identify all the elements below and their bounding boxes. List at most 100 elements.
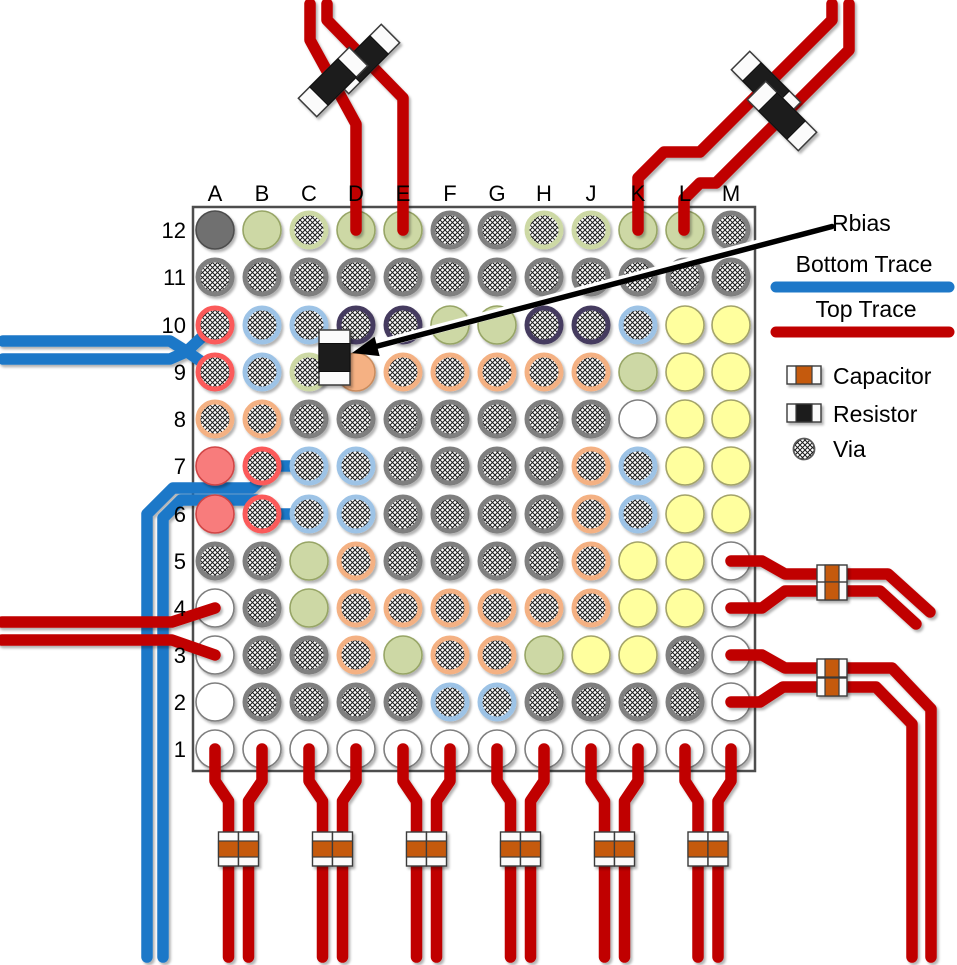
ball-L6 — [665, 494, 705, 534]
legend-via-icon — [792, 437, 816, 461]
legend — [770, 281, 955, 461]
column-label-A: A — [208, 181, 223, 206]
column-label-C: C — [301, 181, 317, 206]
row-label-1: 1 — [174, 737, 186, 762]
ball-J10 — [571, 305, 611, 345]
top-trace-a3 — [0, 634, 221, 661]
ball-M9 — [711, 352, 751, 392]
ball-K2 — [618, 682, 658, 722]
ball-B7 — [242, 446, 282, 486]
ball-L3 — [665, 635, 705, 675]
ball-A2 — [195, 682, 235, 722]
capacitor — [237, 831, 260, 867]
capacitor — [331, 831, 354, 867]
resistor — [746, 80, 818, 152]
ball-B11 — [242, 257, 282, 297]
ball-D11 — [336, 257, 376, 297]
capacitor — [687, 831, 709, 867]
row-label-10: 10 — [162, 313, 186, 338]
ball-F9 — [430, 352, 470, 392]
column-label-G: G — [488, 181, 505, 206]
ball-B10 — [242, 305, 282, 345]
ball-E4 — [383, 588, 423, 628]
ball-G6 — [477, 494, 517, 534]
bottom-trace-a10 — [0, 319, 221, 365]
ball-L9 — [665, 352, 705, 392]
ball-M12 — [711, 210, 751, 250]
top-trace-b1 — [242, 743, 268, 963]
top-trace-a4 — [0, 602, 221, 628]
ball-H3 — [524, 635, 564, 675]
ball-M7 — [711, 446, 751, 486]
row-label-11: 11 — [163, 265, 186, 290]
ball-C3 — [289, 635, 329, 675]
top-trace-m5 — [725, 555, 936, 618]
ball-L2 — [665, 682, 705, 722]
ball-B3 — [242, 635, 282, 675]
ball-C5 — [289, 541, 329, 581]
ball-D3 — [336, 635, 376, 675]
top-trace-d1 — [336, 743, 362, 963]
top-trace-k12 — [632, 0, 838, 236]
column-label-H: H — [536, 181, 552, 206]
ball-F2 — [430, 682, 470, 722]
ball-M6 — [711, 494, 751, 534]
ball-B5 — [242, 541, 282, 581]
capacitor — [816, 581, 848, 601]
row-label-8: 8 — [174, 407, 186, 432]
ball-F5 — [430, 541, 470, 581]
column-label-F: F — [443, 181, 456, 206]
capacitor — [707, 831, 729, 867]
ball-G5 — [477, 541, 517, 581]
ball-H8 — [524, 399, 564, 439]
ball-L8 — [665, 399, 705, 439]
row-label-2: 2 — [174, 690, 186, 715]
ball-H11 — [524, 257, 564, 297]
ball-F6 — [430, 494, 470, 534]
ball-H12 — [524, 210, 564, 250]
column-label-L: L — [679, 181, 691, 206]
ball-E7 — [383, 446, 423, 486]
ball-L4 — [665, 588, 705, 628]
ball-B12 — [242, 210, 282, 250]
ball-F7 — [430, 446, 470, 486]
capacitor — [519, 831, 542, 867]
ball-K6 — [618, 494, 658, 534]
ball-M11 — [711, 257, 751, 297]
ball-H9 — [524, 352, 564, 392]
ball-M10 — [711, 305, 751, 345]
ball-J12 — [571, 210, 611, 250]
row-label-7: 7 — [174, 454, 186, 479]
ball-C8 — [289, 399, 329, 439]
ball-D7 — [336, 446, 376, 486]
rbias-arrow-line — [371, 223, 835, 350]
capacitor — [593, 831, 616, 867]
ball-B6 — [242, 494, 282, 534]
ball-grid — [195, 210, 751, 769]
ball-K5 — [618, 541, 658, 581]
ball-F11 — [430, 257, 470, 297]
column-label-E: E — [396, 181, 411, 206]
capacitor — [816, 564, 848, 584]
ball-K4 — [618, 588, 658, 628]
row-label-4: 4 — [174, 596, 186, 621]
capacitor — [613, 831, 636, 867]
ball-K3 — [618, 635, 658, 675]
ball-G7 — [477, 446, 517, 486]
legend-resistor-label: Resistor — [833, 401, 918, 427]
capacitor — [499, 831, 522, 867]
ball-E3 — [383, 635, 423, 675]
ball-G9 — [477, 352, 517, 392]
ball-A8 — [195, 399, 235, 439]
ball-G2 — [477, 682, 517, 722]
top-trace-j1 — [585, 743, 611, 963]
rbias-arrowhead-icon — [352, 336, 380, 357]
ball-J2 — [571, 682, 611, 722]
top-trace-a1 — [209, 743, 235, 963]
ball-M8 — [711, 399, 751, 439]
ball-D8 — [336, 399, 376, 439]
ball-A5 — [195, 541, 235, 581]
ball-D4 — [336, 588, 376, 628]
ball-L10 — [665, 305, 705, 345]
